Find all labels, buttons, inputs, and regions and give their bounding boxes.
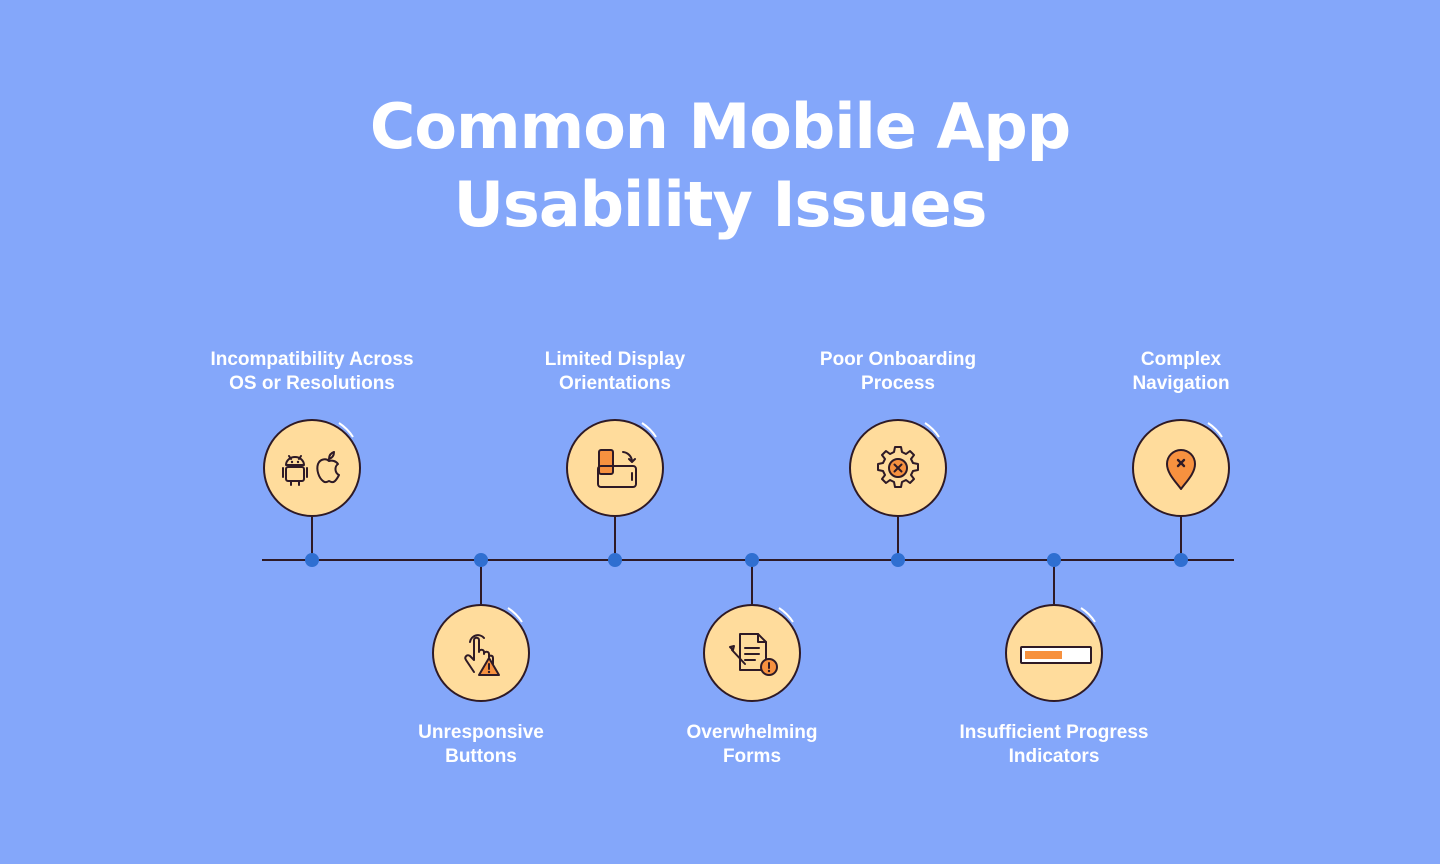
progress-bar-icon bbox=[1020, 607, 1096, 664]
issue-label-5: Poor Onboarding Process bbox=[819, 349, 977, 394]
issue-circle-7 bbox=[1132, 419, 1230, 517]
issue-label-6: Insufficient Progress Indicators bbox=[959, 722, 1149, 767]
page-title: Common Mobile App Usability Issues bbox=[0, 88, 1440, 244]
issue-label-3: Limited Display Orientations bbox=[544, 349, 686, 394]
issue-circle-3 bbox=[566, 419, 664, 517]
screen-rotate-icon bbox=[597, 422, 657, 488]
tap-warning-icon bbox=[464, 607, 523, 676]
issue-circle-2 bbox=[432, 604, 530, 702]
issue-label-2: Unresponsive Buttons bbox=[418, 722, 544, 767]
timeline-node-4 bbox=[745, 553, 759, 567]
issue-circle-5 bbox=[849, 419, 947, 517]
issue-label-4: Overwhelming Forms bbox=[686, 722, 818, 767]
map-pin-x-icon bbox=[1166, 422, 1223, 490]
timeline-node-3 bbox=[608, 553, 622, 567]
gear-x-icon bbox=[877, 422, 940, 488]
issue-circle-1 bbox=[263, 419, 361, 517]
timeline-node-7 bbox=[1174, 553, 1188, 567]
title-line-2: Usability Issues bbox=[453, 168, 988, 241]
timeline-node-2 bbox=[474, 553, 488, 567]
issue-label-1: Incompatibility Across OS or Resolutions bbox=[210, 349, 414, 394]
issue-label-7: Complex Navigation bbox=[1132, 349, 1230, 394]
title-line-1: Common Mobile App bbox=[369, 90, 1071, 163]
form-alert-icon bbox=[729, 607, 794, 676]
android-apple-icon bbox=[282, 422, 354, 486]
timeline-node-1 bbox=[305, 553, 319, 567]
timeline-node-6 bbox=[1047, 553, 1061, 567]
timeline-node-5 bbox=[891, 553, 905, 567]
issue-circle-6 bbox=[1005, 604, 1103, 702]
issue-circle-4 bbox=[703, 604, 801, 702]
